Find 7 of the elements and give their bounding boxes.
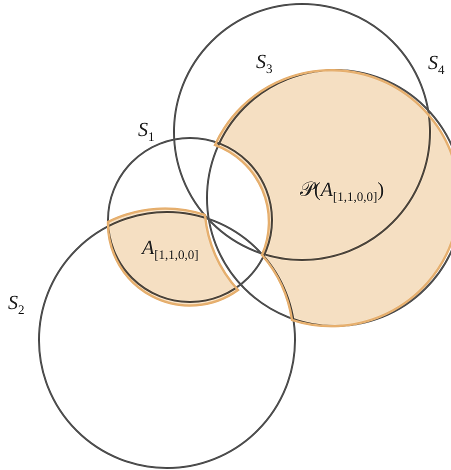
set-label: S$_{3}$: [256, 52, 272, 75]
set-label: A$_{[1,1,0,0]}$: [142, 238, 199, 261]
set-label: S$_{1}$: [138, 120, 154, 143]
set-label: S$_{2}$: [8, 293, 24, 316]
set-label: 𝒫(A$_{[1,1,0,0]}$): [300, 180, 384, 203]
shaded-region: [106, 210, 240, 304]
set-label: S$_{4}$: [428, 53, 444, 76]
